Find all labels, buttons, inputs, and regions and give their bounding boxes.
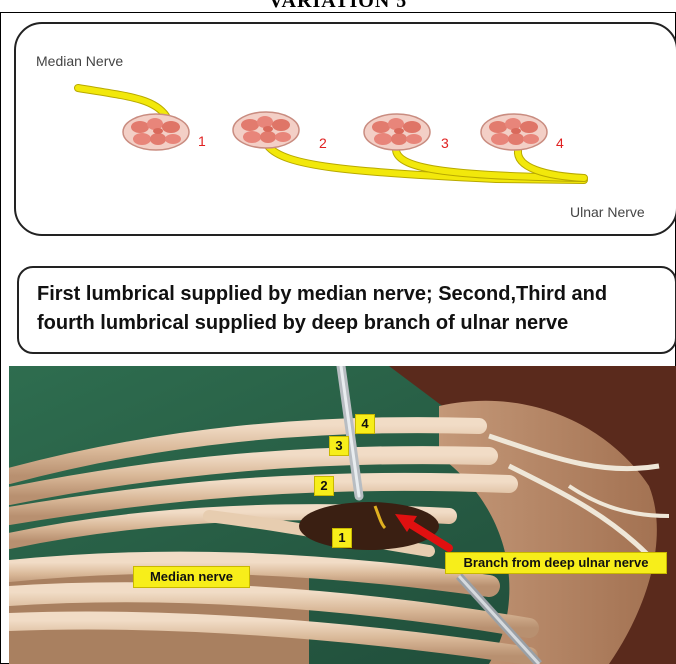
lumbrical-2 bbox=[233, 112, 299, 148]
lumbrical-1 bbox=[123, 114, 189, 150]
median-nerve-tag: Median nerve bbox=[133, 566, 250, 588]
dissection-photo: 4 3 2 1 Median nerve Branch from deep ul… bbox=[9, 366, 676, 664]
number-4: 4 bbox=[556, 135, 564, 151]
caption-text: First lumbrical supplied by median nerve… bbox=[37, 280, 667, 338]
photo-tag-3: 3 bbox=[329, 436, 349, 456]
caption-panel: First lumbrical supplied by median nerve… bbox=[17, 266, 676, 354]
number-3: 3 bbox=[441, 135, 449, 151]
lumbrical-3 bbox=[364, 114, 430, 150]
photo-tag-4: 4 bbox=[355, 414, 375, 434]
number-2: 2 bbox=[319, 135, 327, 151]
ulnar-nerve-label: Ulnar Nerve bbox=[570, 204, 645, 220]
branch-deep-ulnar-tag: Branch from deep ulnar nerve bbox=[445, 552, 667, 574]
lumbrical-4 bbox=[481, 114, 547, 150]
nerve-diagram-panel: Median Nerve Ulnar Nerve 1 2 3 4 bbox=[14, 22, 676, 236]
median-nerve-label: Median Nerve bbox=[36, 53, 123, 69]
photo-tag-1: 1 bbox=[332, 528, 352, 548]
dissection-illustration bbox=[9, 366, 676, 664]
photo-tag-2: 2 bbox=[314, 476, 334, 496]
number-1: 1 bbox=[198, 133, 206, 149]
nerve-diagram: Median Nerve Ulnar Nerve 1 2 3 4 bbox=[16, 24, 676, 234]
